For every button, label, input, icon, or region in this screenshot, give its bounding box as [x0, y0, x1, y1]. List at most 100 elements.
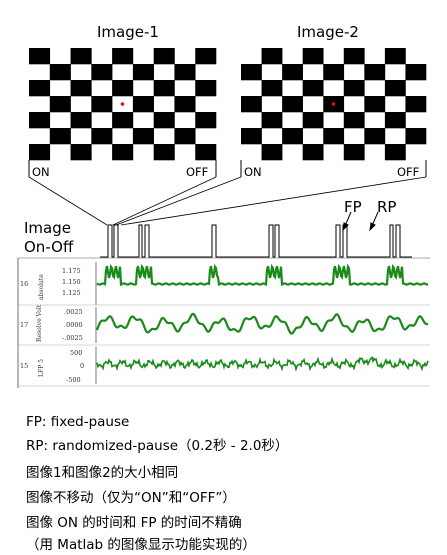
trace-absolute — [96, 263, 429, 287]
checker-square — [70, 112, 92, 129]
checker-square — [282, 128, 303, 145]
rp-label: RP — [377, 198, 397, 216]
note-line3: 图像 ON 的时间和 FP 的时间不精确 — [26, 515, 242, 531]
trace-lfp — [96, 355, 429, 372]
tick-label: -500 — [66, 376, 81, 384]
trace-axis-title: LFP 5 — [38, 359, 45, 377]
checker-square — [323, 128, 345, 145]
trace-row-id: 15 — [20, 362, 29, 370]
checker-square — [174, 128, 196, 145]
timeline-label-line2: On-Off — [24, 238, 74, 256]
checker-square — [282, 96, 303, 113]
checker-square — [195, 112, 217, 129]
checker-square — [153, 112, 175, 129]
checker-square — [132, 64, 154, 81]
checker-square — [49, 128, 71, 145]
checker-square — [343, 112, 365, 129]
image-1-on-label: ON — [32, 165, 50, 179]
image-1-off-label: OFF — [186, 165, 209, 179]
tick-label: 1.150 — [62, 278, 81, 286]
note-rp: RP: randomized-pause（0.2秒 - 2.0秒） — [26, 438, 289, 454]
checker-square — [241, 128, 262, 145]
checker-square — [153, 144, 175, 161]
checker-square — [29, 48, 51, 65]
checker-square — [153, 48, 175, 65]
checker-square — [405, 64, 427, 81]
checker-square — [112, 80, 134, 97]
checker-square — [91, 96, 113, 113]
image-2-on-label: ON — [244, 165, 262, 179]
center-marker — [331, 102, 336, 106]
trace-axis-title: Resolve Volt — [36, 304, 43, 342]
checker-square — [49, 96, 71, 113]
note-line1: 图像1和图像2的大小相同 — [26, 465, 179, 481]
timeline-label-line1: Image — [24, 219, 71, 237]
image-2-off-label: OFF — [397, 165, 420, 179]
center-marker — [120, 102, 125, 106]
checker-square — [241, 96, 262, 113]
checker-square — [70, 80, 92, 97]
trace-row-id: 16 — [20, 280, 29, 288]
checker-square — [302, 144, 324, 161]
note-fp: FP: fixed-pause — [26, 414, 130, 430]
tick-label: 1.125 — [62, 289, 81, 297]
checker-square — [241, 64, 262, 81]
fp-label: FP — [344, 198, 362, 216]
checkerboard-image-1 — [29, 48, 217, 161]
checker-square — [174, 64, 196, 81]
checker-square — [29, 80, 51, 97]
checker-square — [112, 112, 134, 129]
checker-square — [405, 96, 427, 113]
checker-square — [29, 112, 51, 129]
checker-square — [261, 112, 283, 129]
image-brackets — [28, 160, 427, 177]
checker-square — [302, 48, 324, 65]
checker-square — [91, 128, 113, 145]
tick-label: .0025 — [64, 308, 83, 316]
note-line4: （用 Matlab 的图像显示功能实现的） — [26, 537, 256, 553]
checker-square — [302, 112, 324, 129]
checker-square — [132, 96, 154, 113]
checker-square — [70, 48, 92, 65]
checker-square — [153, 80, 175, 97]
image-2-title: Image-2 — [297, 23, 359, 41]
checker-square — [132, 128, 154, 145]
checker-square — [195, 144, 217, 161]
checker-square — [343, 144, 365, 161]
checker-square — [261, 80, 283, 97]
checker-square — [384, 112, 406, 129]
checker-square — [384, 48, 406, 65]
checker-square — [405, 128, 427, 145]
checker-square — [70, 144, 92, 161]
tick-label: -.0025 — [62, 334, 83, 342]
checker-square — [384, 80, 406, 97]
checker-square — [195, 80, 217, 97]
note-line2: 图像不移动（仅为“ON”和“OFF”） — [26, 490, 236, 506]
checker-square — [112, 144, 134, 161]
checker-square — [323, 64, 345, 81]
checker-square — [174, 96, 196, 113]
trace-row-id: 17 — [20, 321, 29, 329]
checkerboard-image-2 — [241, 48, 427, 161]
checker-square — [364, 96, 386, 113]
connector-lines — [28, 176, 427, 226]
fp-rp-arrows — [342, 211, 379, 232]
checker-square — [261, 48, 283, 65]
on-off-pulse-train — [100, 224, 412, 258]
trace-resolve-volt — [95, 312, 429, 335]
checker-square — [261, 144, 283, 161]
tick-label: 500 — [70, 349, 83, 357]
checker-square — [49, 64, 71, 81]
tick-label: 1.175 — [62, 267, 81, 275]
checker-square — [364, 128, 386, 145]
image-1-title: Image-1 — [97, 23, 159, 41]
checker-square — [343, 80, 365, 97]
checker-square — [195, 48, 217, 65]
checker-square — [302, 80, 324, 97]
diagram-canvas — [17, 48, 430, 388]
checker-square — [91, 64, 113, 81]
checker-square — [29, 144, 51, 161]
tick-label: .0000 — [64, 321, 83, 329]
checker-square — [112, 48, 134, 65]
checker-square — [364, 64, 386, 81]
